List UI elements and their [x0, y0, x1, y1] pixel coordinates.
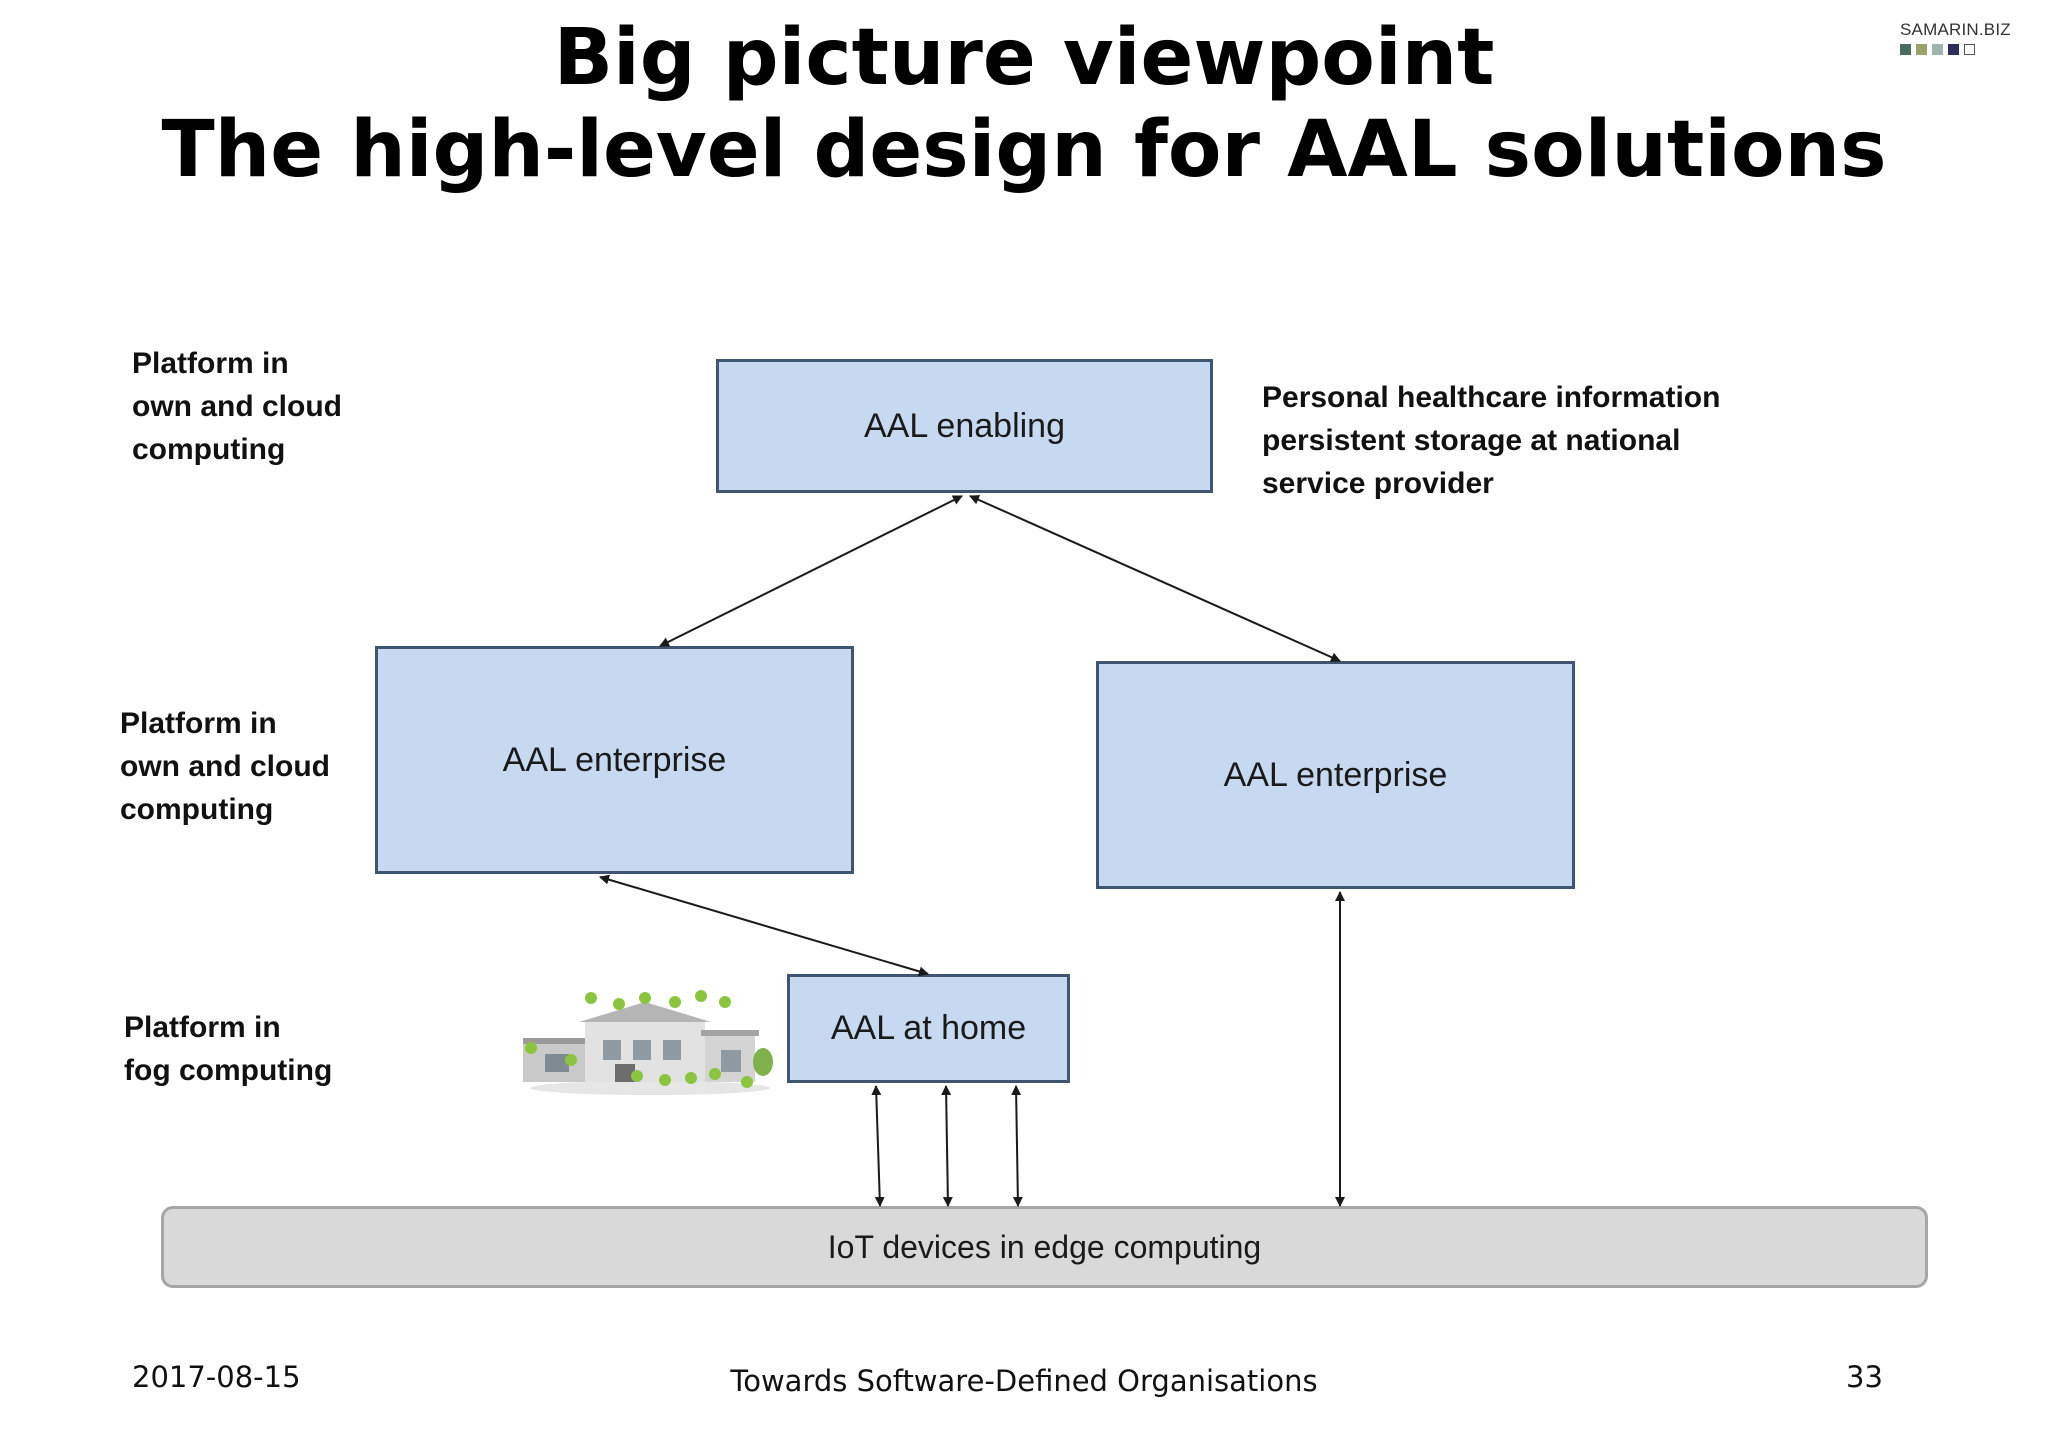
- slide-title-line-2: The high-level design for AAL solutions: [161, 105, 1887, 195]
- label-line: own and cloud: [120, 750, 330, 783]
- label-line: Platform in: [132, 347, 289, 380]
- footer-page-number: 33: [1846, 1360, 1883, 1394]
- label-line: Platform in: [124, 1011, 281, 1044]
- smart-home-icon: [523, 990, 773, 1095]
- label-line: Personal healthcare information: [1262, 381, 1721, 414]
- label-line: Platform in: [120, 707, 277, 740]
- arrow-enterprise-left-to-home: [599, 874, 929, 977]
- node-label: IoT devices in edge computing: [827, 1228, 1262, 1265]
- brand-square: [1964, 44, 1975, 55]
- node-label: AAL enterprise: [1223, 755, 1448, 794]
- node-aal-enterprise-right: AAL enterprise: [1096, 661, 1575, 889]
- label-line: computing: [132, 433, 286, 466]
- label-platform-cloud-top: Platform in own and cloud computing: [132, 342, 342, 471]
- node-label: AAL enterprise: [502, 740, 727, 779]
- label-line: persistent storage at national: [1262, 424, 1681, 457]
- node-aal-enterprise-left: AAL enterprise: [375, 646, 854, 874]
- label-line: fog computing: [124, 1054, 333, 1087]
- brand-text: SAMARIN.BIZ: [1900, 20, 2011, 39]
- slide-title-line-1: Big picture viewpoint: [553, 13, 1495, 103]
- node-label: AAL at home: [830, 1009, 1027, 1047]
- brand-square: [1916, 44, 1927, 55]
- node-label: AAL enabling: [863, 406, 1065, 445]
- node-aal-enabling: AAL enabling: [716, 359, 1213, 493]
- label-platform-cloud-middle: Platform in own and cloud computing: [120, 702, 330, 831]
- arrow-enabling-to-enterprise-left: [659, 495, 963, 647]
- arrow-home-to-iot-2: [941, 1085, 953, 1207]
- footer-presentation-title: Towards Software-Defined Organisations: [730, 1364, 1318, 1398]
- label-line: computing: [120, 793, 274, 826]
- node-aal-at-home: AAL at home: [787, 974, 1070, 1083]
- label-platform-fog: Platform in fog computing: [124, 1006, 332, 1092]
- brand-logo: SAMARIN.BIZ: [1900, 20, 2020, 55]
- label-line: service provider: [1262, 467, 1494, 500]
- label-personal-healthcare: Personal healthcare information persiste…: [1262, 376, 1720, 505]
- label-line: own and cloud: [132, 390, 342, 423]
- brand-square: [1932, 44, 1943, 55]
- arrow-home-to-iot-1: [871, 1085, 885, 1207]
- arrow-enabling-to-enterprise-right: [969, 495, 1341, 662]
- footer-date: 2017-08-15: [132, 1360, 301, 1394]
- brand-squares: [1900, 44, 2020, 55]
- brand-square: [1900, 44, 1911, 55]
- node-iot-devices-bar: IoT devices in edge computing: [161, 1206, 1928, 1288]
- arrow-home-to-iot-3: [1011, 1085, 1023, 1207]
- brand-square: [1948, 44, 1959, 55]
